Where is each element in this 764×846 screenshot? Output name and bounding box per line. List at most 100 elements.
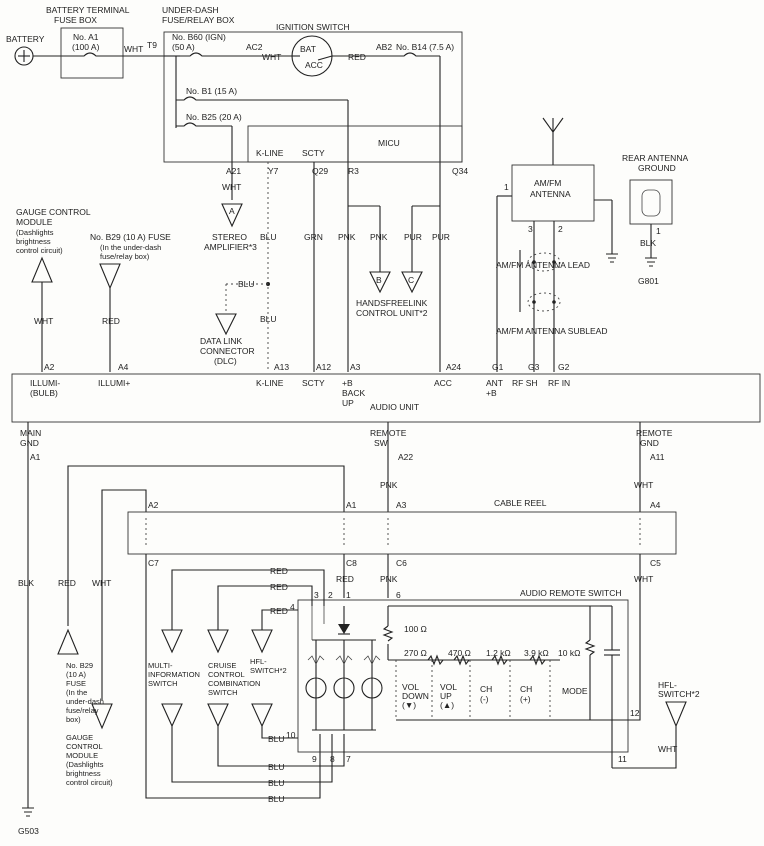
- ch-minus-label: CH: [480, 684, 492, 694]
- illumi-bulb-label: ILLUMI-: [30, 378, 60, 388]
- fuse-b25-label: No. B25 (20 A): [186, 112, 242, 122]
- amfm-antenna-box: [511, 164, 595, 222]
- red-wire-label-3: RED: [58, 578, 76, 588]
- pin3-label-rs: 3: [314, 590, 319, 600]
- fuse-a1-label: No. A1: [73, 32, 99, 42]
- backup-label2: BACK: [342, 388, 365, 398]
- b29-fuse-triangle-bottom: [57, 628, 79, 655]
- vol-down-label3: (▼): [402, 700, 416, 710]
- fuse-b60-symbol: [180, 52, 240, 57]
- b29-bottom-l3: FUSE: [66, 679, 86, 688]
- remote-gnd-label: REMOTE: [636, 428, 673, 438]
- ch-plus-label2: (+): [520, 694, 531, 704]
- multi-info-label3: SWITCH: [148, 679, 178, 688]
- amfm-ant-label2: ANTENNA: [530, 189, 571, 199]
- q34-pin-label: Q34: [452, 166, 468, 176]
- b29-bottom-l6: fuse/relay: [66, 706, 99, 715]
- r3-pin-label: R3: [348, 166, 359, 176]
- multi-info-label2: INFORMATION: [148, 670, 200, 679]
- audio-remote-sw-label: AUDIO REMOTE SWITCH: [520, 588, 622, 598]
- gauge-ctrl-label: GAUGE CONTROL: [16, 207, 91, 217]
- multi-info-triangle-bottom: [161, 703, 183, 728]
- wht-wire-label-6: WHT: [634, 480, 653, 490]
- main-gnd-label: MAIN: [20, 428, 41, 438]
- ant-lead-label: AM/FM ANTENNA LEAD: [496, 260, 590, 270]
- ant-plus-b-label: ANT: [486, 378, 503, 388]
- fuse-b1-symbol: [176, 96, 348, 101]
- connector-c-triangle: [401, 271, 423, 294]
- dlc-connector-triangle: [215, 313, 237, 336]
- a4-pin-label: A4: [118, 362, 129, 372]
- dlc-label2: CONNECTOR: [200, 346, 255, 356]
- r100-label: 100 Ω: [404, 624, 427, 634]
- vol-up-label3: (▲): [440, 700, 454, 710]
- ant-pin1-label: 1: [504, 182, 509, 192]
- multi-info-triangle-top: [161, 629, 183, 654]
- t9-pin-label: T9: [147, 40, 157, 50]
- antenna-sublead-connector: [527, 292, 561, 312]
- cruise-triangle-bottom: [207, 703, 229, 728]
- push-switches: [395, 660, 590, 721]
- wht-wire-label-2: WHT: [262, 52, 281, 62]
- b29-fuse-label2: (In the under-dash: [100, 243, 161, 252]
- hfl-sw-label-left: HFL-: [250, 657, 267, 666]
- pin1-label-rs: 1: [346, 590, 351, 600]
- bat-terminal-label: BAT: [300, 44, 316, 54]
- blk-wire-label-2: BLK: [18, 578, 34, 588]
- fuse-a1-amp-label: (100 A): [72, 42, 100, 52]
- rear-ant-label: REAR ANTENNA: [622, 153, 688, 163]
- blu-wire-label-2: BLU: [238, 279, 255, 289]
- b29-fuse-label3: fuse/relay box): [100, 252, 150, 261]
- hfl-sw-label2-left: SWITCH*2: [250, 666, 287, 675]
- blu-wire-label-4: BLU: [268, 794, 285, 804]
- antenna-symbol: [542, 117, 564, 165]
- cable-reel-label: CABLE REEL: [494, 498, 547, 508]
- gauge-ctrl-triangle-bottom: [91, 703, 113, 730]
- battery-label: BATTERY: [6, 34, 45, 44]
- pin11-label: 11: [618, 754, 627, 764]
- c6-pin-label: C6: [396, 558, 407, 568]
- rear-antenna-ground-box: [629, 179, 673, 225]
- pur-wire-label-1: PUR: [404, 232, 422, 242]
- vol-up-label: VOL: [440, 682, 457, 692]
- ab2-pin-label: AB2: [376, 42, 392, 52]
- gauge-bottom-l1: GAUGE: [66, 733, 93, 742]
- vol-down-label2: DOWN: [402, 691, 429, 701]
- fuse-b60-amp-label: (50 A): [172, 42, 195, 52]
- a2-pin-label: A2: [44, 362, 55, 372]
- remote-sw-label2: SW: [374, 438, 388, 448]
- scty-label-audio: SCTY: [302, 378, 325, 388]
- ant-pin2-label: 2: [558, 224, 563, 234]
- g2-pin-label: G2: [558, 362, 570, 372]
- a12-pin-label: A12: [316, 362, 331, 372]
- gauge-bottom-l4: (Dashlights: [66, 760, 104, 769]
- cable-reel-box: [127, 511, 677, 555]
- wht-wire-label-1: WHT: [124, 44, 143, 54]
- handsfree-label: HANDSFREELINK: [356, 298, 428, 308]
- a3-pin-label: A3: [350, 362, 361, 372]
- cruise-label3: COMBINATION: [208, 679, 260, 688]
- blu-wire-label-5: BLU: [268, 778, 285, 788]
- amfm-ant-label: AM/FM: [534, 178, 561, 188]
- red-wire-label-7: RED: [270, 606, 288, 616]
- pin2-label-rs: 2: [328, 590, 333, 600]
- blu-wire-label-6: BLU: [268, 762, 285, 772]
- c7-pin-label: C7: [148, 558, 159, 568]
- fuse-b14-label: No. B14 (7.5 A): [396, 42, 454, 52]
- underdash-box-label2: FUSE/RELAY BOX: [162, 15, 235, 25]
- wht-wire-label-8: WHT: [658, 744, 677, 754]
- red-wire-label-6: RED: [270, 582, 288, 592]
- a13-pin-label: A13: [274, 362, 289, 372]
- a22-pin-label: A22: [398, 452, 413, 462]
- batt-fuse-box-label2: FUSE BOX: [54, 15, 97, 25]
- hfl-triangle-right: [665, 701, 687, 728]
- handsfree-label2: CONTROL UNIT*2: [356, 308, 428, 318]
- blu-wire-label-3: BLU: [260, 314, 277, 324]
- battery-symbol: [14, 46, 34, 66]
- y7-pin-label: Y7: [268, 166, 279, 176]
- b29-bottom-l5: under-dash: [66, 697, 104, 706]
- micu-box: [247, 125, 463, 163]
- g1-pin-label: G1: [492, 362, 504, 372]
- pin4-label: 4: [290, 602, 295, 612]
